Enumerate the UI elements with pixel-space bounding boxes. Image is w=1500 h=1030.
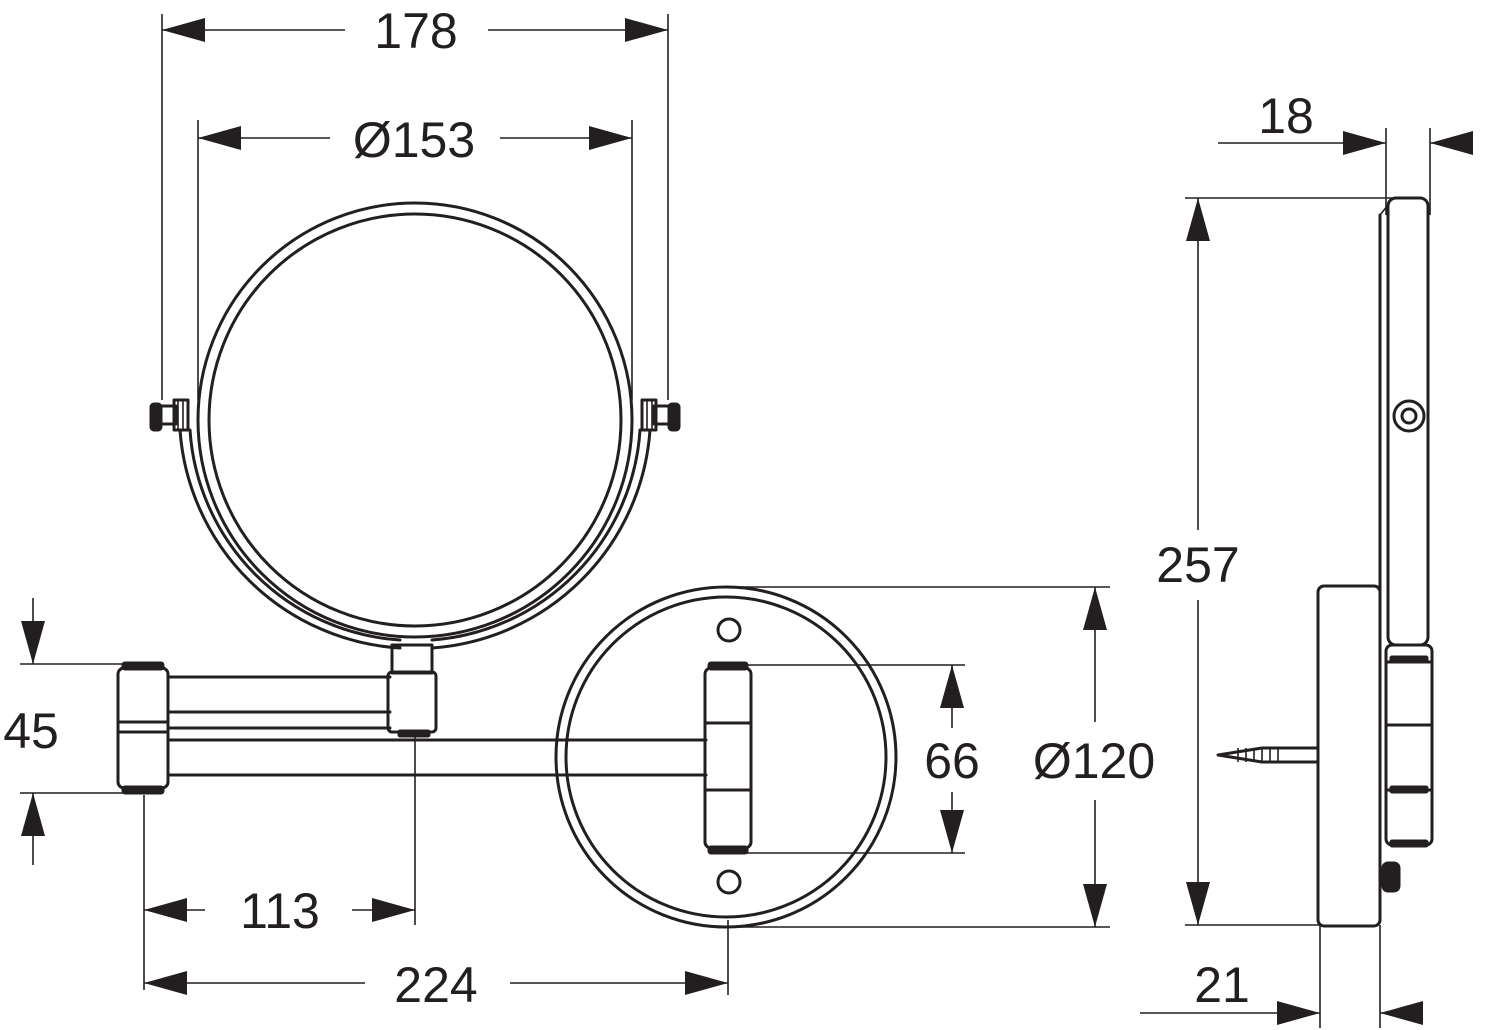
dim-label-257: 257 <box>1156 537 1239 593</box>
wall-plate <box>554 585 898 929</box>
dim-label-21: 21 <box>1194 957 1250 1013</box>
side-view <box>1216 196 1434 928</box>
dim-label-153: Ø153 <box>353 112 475 168</box>
dim-label-120: Ø120 <box>1033 733 1155 789</box>
dim-label-18: 18 <box>1258 88 1314 144</box>
dimension-arm-spacing: 66 <box>728 664 980 854</box>
dim-label-45: 45 <box>3 703 59 759</box>
mirror-neck <box>386 643 438 734</box>
knob-right <box>640 398 681 432</box>
dimension-overall-height: 257 <box>1156 197 1395 926</box>
dimension-arm-inner-reach: 113 <box>143 737 416 990</box>
dimension-arm-total-reach: 224 <box>144 920 729 1013</box>
dimension-overall-width: 178 <box>161 3 669 400</box>
front-arms <box>116 661 708 795</box>
dim-label-224: 224 <box>394 957 477 1013</box>
dimension-plate-depth: 21 <box>1140 925 1423 1028</box>
dim-label-113: 113 <box>240 883 320 939</box>
dimension-arm-height: 45 <box>3 598 140 865</box>
knob-left <box>149 398 190 432</box>
dim-label-66: 66 <box>924 733 980 789</box>
dim-label-178: 178 <box>374 3 457 59</box>
dimension-plate-diameter: Ø120 <box>726 586 1155 928</box>
dimension-mirror-depth: 18 <box>1218 88 1473 215</box>
dimension-mirror-diameter: Ø153 <box>197 112 633 400</box>
front-mirror <box>178 201 652 650</box>
